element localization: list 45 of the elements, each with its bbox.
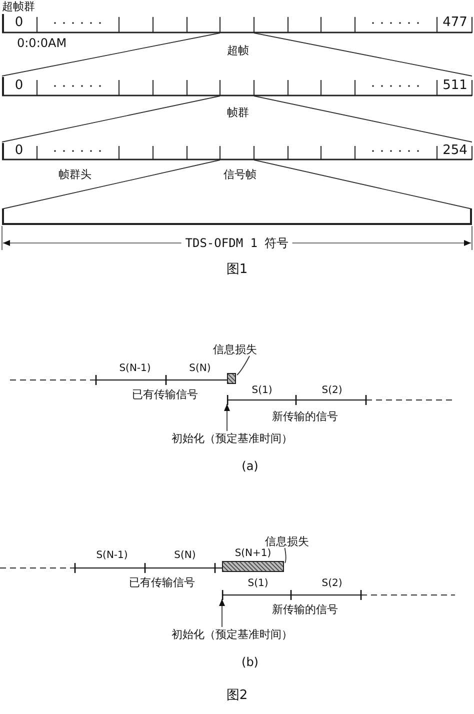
cell-number: 0	[14, 16, 24, 30]
arrow	[219, 598, 225, 628]
zoom-line	[2, 32, 220, 76]
dimension-label: TDS-OFDM 1 符号	[181, 236, 293, 250]
cell-number: 477	[442, 16, 468, 30]
segment-label: S(1)	[252, 385, 272, 397]
cell-number: 0	[14, 144, 24, 158]
hatched-block	[227, 373, 236, 384]
level-label: 信号帧	[224, 168, 256, 181]
bar-heading: 超帧群	[2, 0, 35, 13]
signal-label: 新传输的信号	[272, 603, 338, 616]
level-label: 帧群	[227, 106, 249, 119]
subfigure-label: (a)	[242, 460, 258, 473]
callout-text: 信息损失	[213, 343, 257, 356]
cell-number: 0	[14, 79, 24, 93]
level-label: 帧群头	[58, 168, 92, 181]
segment-label: S(2)	[322, 385, 342, 397]
segment-label: S(N)	[174, 550, 196, 562]
callout-text: 信息损失	[265, 535, 309, 548]
segment-label: S(N)	[189, 363, 211, 375]
arrow	[224, 404, 230, 432]
time-label: 0:0:0AM	[17, 37, 67, 50]
leader-line	[284, 548, 286, 564]
segment-label: S(2)	[322, 578, 342, 590]
zoom-line	[254, 32, 472, 76]
segment-label: S(N-1)	[96, 550, 128, 562]
signal-label: 已有传输信号	[129, 576, 195, 589]
signal-label: 新传输的信号	[272, 410, 338, 423]
signal-label: 已有传输信号	[132, 388, 198, 401]
figure-caption: 图2	[226, 688, 248, 703]
cell-number: 511	[442, 79, 468, 93]
leader-line	[236, 356, 250, 376]
callout-text: 初始化（预定基准时间）	[172, 432, 292, 445]
callout-text: 初始化（预定基准时间）	[172, 628, 292, 641]
zoom-line	[254, 160, 472, 210]
cell-number: 254	[442, 144, 468, 158]
zoom-line	[2, 96, 220, 142]
segment-label: S(N+1)	[234, 548, 272, 560]
level-label: 超帧	[227, 44, 249, 57]
segment-label: S(1)	[248, 578, 268, 590]
figure-caption: 图1	[226, 262, 248, 277]
zoom-line	[254, 96, 472, 142]
segment-label: S(N-1)	[119, 363, 151, 375]
zoom-line	[2, 160, 220, 210]
subfigure-label: (b)	[242, 656, 258, 669]
